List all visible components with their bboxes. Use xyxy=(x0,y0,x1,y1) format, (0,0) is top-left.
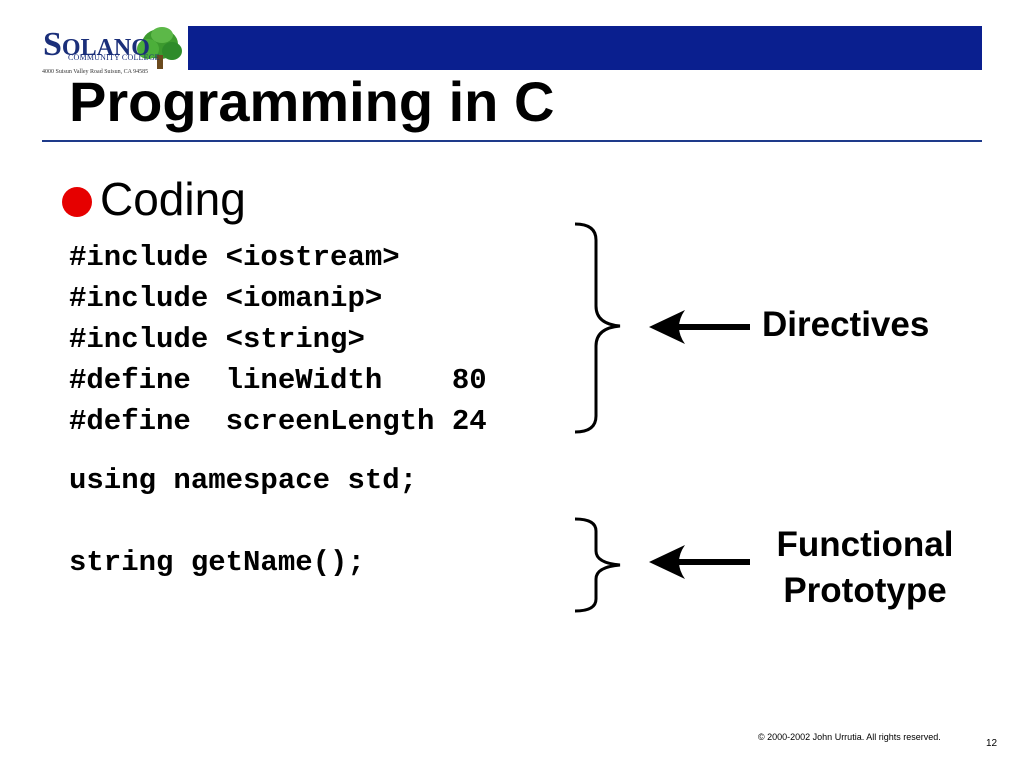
prototype-brace-icon xyxy=(574,517,621,613)
prototype-label-line1: Functional xyxy=(776,525,954,564)
page-number: 12 xyxy=(986,738,998,749)
header-bar xyxy=(188,26,982,70)
code-line: string getName(); xyxy=(69,546,365,579)
logo-address: 4000 Suisun Valley Road Suisun, CA 94585 xyxy=(42,69,149,75)
directives-brace-icon xyxy=(574,222,621,434)
logo-name: SOLANO xyxy=(43,26,150,63)
prototype-label-line2: Prototype xyxy=(783,570,947,610)
solano-logo: SOLANO COMMUNITY COLLEGE 4000 Suisun Val… xyxy=(38,22,188,75)
copyright-text: © 2000-2002 John Urrutia. All rights res… xyxy=(758,732,941,742)
tree-icon xyxy=(137,27,182,69)
code-line: using namespace std; xyxy=(69,464,418,497)
slide-title: Programming in C xyxy=(69,70,555,133)
code-line: #include <iomanip> xyxy=(69,282,383,315)
code-line: #define lineWidth 80 xyxy=(69,364,487,397)
directives-arrow-icon xyxy=(649,310,750,344)
directives-label: Directives xyxy=(762,305,930,344)
title-divider xyxy=(42,140,982,142)
bullet-coding: Coding xyxy=(100,173,246,225)
prototype-label: Functional Prototype xyxy=(762,522,968,613)
code-line: #include <string> xyxy=(69,323,365,356)
code-line: #include <iostream> xyxy=(69,241,400,274)
prototype-arrow-icon xyxy=(649,545,750,579)
bullet-dot-icon xyxy=(62,187,92,217)
code-line: #define screenLength 24 xyxy=(69,405,487,438)
logo-subtitle: COMMUNITY COLLEGE xyxy=(68,53,160,62)
